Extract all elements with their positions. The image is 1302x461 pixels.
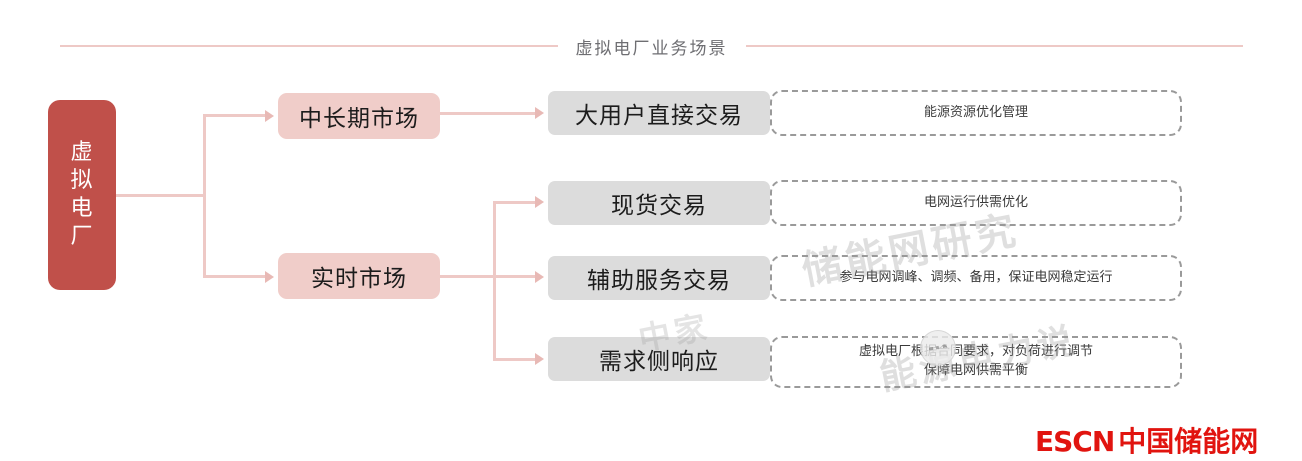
trade-node-spot-trading[interactable]: 现货交易 [548, 181, 770, 225]
description-text-3: 参与电网调峰、调频、备用，保证电网稳定运行 [839, 269, 1113, 285]
connector-market2-stem [440, 275, 535, 278]
connector-root-stem [116, 194, 206, 197]
root-node-virtual-power-plant[interactable]: 虚 拟 电 厂 [48, 100, 116, 290]
connector-market1-to-trade1 [440, 112, 535, 115]
arrow-to-trade-3 [535, 271, 544, 283]
root-char-4: 厂 [70, 224, 94, 250]
description-text-4-line1: 虚拟电厂根据合同要求，对负荷进行调节 [858, 344, 1093, 360]
market-node-long-term[interactable]: 中长期市场 [278, 93, 440, 139]
connector-to-trade2 [493, 201, 535, 204]
market-label-real-time: 实时市场 [311, 266, 407, 292]
description-box-2: 电网运行供需优化 [770, 180, 1182, 226]
connector-to-trade4 [493, 358, 535, 361]
description-text-4-line2: 保障电网供需平衡 [923, 363, 1028, 378]
header-rule-right [745, 45, 1243, 47]
header-rule-left [59, 45, 558, 47]
root-char-1: 虚 [70, 139, 94, 165]
arrow-to-trade-1 [535, 107, 544, 119]
connector-to-market-2 [203, 275, 265, 278]
arrow-to-market-1 [265, 110, 274, 122]
logo-chinese-text: 中国储能网 [1118, 425, 1259, 458]
page-title: 虚拟电厂业务场景 [575, 38, 728, 59]
description-box-4: 虚拟电厂根据合同要求，对负荷进行调节 保障电网供需平衡 [770, 336, 1182, 388]
description-text-1: 能源资源优化管理 [923, 104, 1028, 120]
escn-logo: ESCN 中国储能网 [1035, 420, 1258, 460]
arrow-to-market-2 [265, 271, 274, 283]
logo-escn-text: ESCN [1035, 425, 1115, 458]
market-node-real-time[interactable]: 实时市场 [278, 253, 440, 299]
description-text-2: 电网运行供需优化 [923, 194, 1028, 210]
trade-label-1: 大用户直接交易 [575, 103, 743, 129]
trade-label-2: 现货交易 [611, 193, 707, 219]
description-box-3: 参与电网调峰、调频、备用，保证电网稳定运行 [770, 255, 1182, 301]
root-char-2: 拟 [70, 167, 94, 193]
connector-root-spine [203, 115, 206, 277]
connector-to-market-1 [203, 114, 265, 117]
arrow-to-trade-4 [535, 353, 544, 365]
connector-market2-spine [493, 202, 496, 360]
trade-label-4: 需求侧响应 [599, 349, 719, 375]
description-box-1: 能源资源优化管理 [770, 90, 1182, 136]
trade-node-large-user-direct[interactable]: 大用户直接交易 [548, 91, 770, 135]
trade-node-demand-response[interactable]: 需求侧响应 [548, 337, 770, 381]
market-label-long-term: 中长期市场 [299, 106, 419, 132]
arrow-to-trade-2 [535, 196, 544, 208]
diagram-header: 虚拟电厂业务场景 [0, 30, 1302, 62]
trade-label-3: 辅助服务交易 [587, 268, 731, 294]
trade-node-ancillary-services[interactable]: 辅助服务交易 [548, 256, 770, 300]
root-char-3: 电 [70, 196, 94, 221]
